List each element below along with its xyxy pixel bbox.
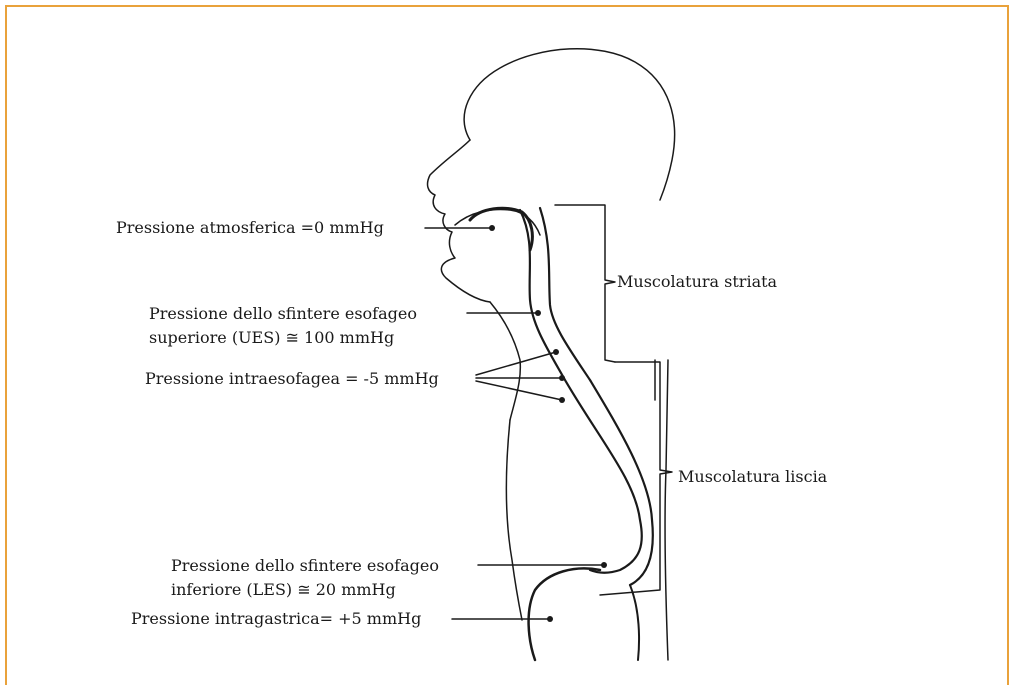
esophagus-back: [540, 208, 653, 585]
esophagus-front: [520, 210, 642, 573]
label-ues-line2: superiore (UES) ≅ 100 mmHg: [149, 328, 394, 348]
throat-line: [506, 420, 522, 620]
bracket-liscia: [600, 362, 672, 595]
stomach-right: [630, 585, 639, 660]
leader-intra-1: [476, 352, 556, 375]
dot-intra-1: [553, 349, 559, 355]
label-ues-line1: Pressione dello sfintere esofageo: [149, 304, 417, 324]
neck-front: [490, 302, 520, 420]
dot-intragastrica: [547, 616, 553, 622]
face-profile: [428, 140, 490, 302]
label-striata: Muscolatura striata: [617, 272, 777, 292]
dot-intra-3: [559, 397, 565, 403]
stomach: [529, 568, 600, 660]
dot-atmosferica: [489, 225, 495, 231]
label-atmosferica: Pressione atmosferica =0 mmHg: [116, 218, 384, 238]
label-intragastrica: Pressione intragastrica= +5 mmHg: [131, 609, 421, 629]
label-les-line1: Pressione dello sfintere esofageo: [171, 556, 439, 576]
back-line: [665, 360, 668, 660]
dot-ues: [535, 310, 541, 316]
label-liscia: Muscolatura liscia: [678, 467, 827, 487]
label-intraesofagea: Pressione intraesofagea = -5 mmHg: [145, 369, 439, 389]
dot-intra-2: [559, 375, 565, 381]
label-les-line2: inferiore (LES) ≅ 20 mmHg: [171, 580, 396, 600]
dot-les: [601, 562, 607, 568]
head-outline: [464, 49, 674, 200]
